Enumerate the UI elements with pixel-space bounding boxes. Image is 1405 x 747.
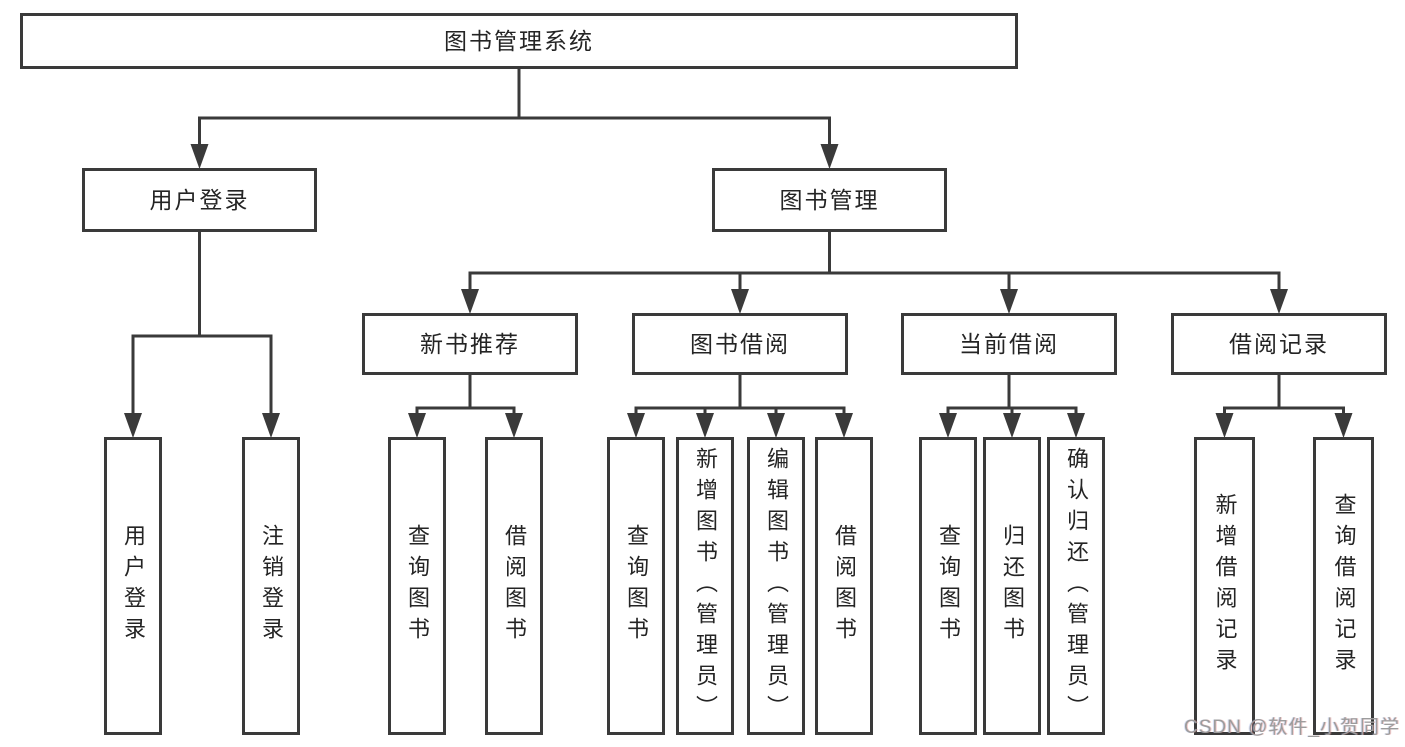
node-leaf-return-book: 归还图书: [983, 437, 1041, 735]
node-leaf-edit-book: 编辑图书（管理员）: [747, 437, 805, 735]
node-leaf-add-book: 新增图书（管理员）: [676, 437, 734, 735]
node-leaf-add-borrow-record: 新增借阅记录: [1194, 437, 1255, 735]
node-leaf-borrow-book-rec: 借阅图书: [485, 437, 543, 735]
node-borrow-records: 借阅记录: [1171, 313, 1387, 375]
connector-book-borrow: [627, 375, 853, 438]
node-leaf-logout: 注销登录: [242, 437, 300, 735]
connector-book-mgmt: [461, 232, 1288, 314]
connector-user-login: [124, 232, 280, 438]
connector-current-borrow: [939, 375, 1085, 438]
connector-new-book-rec: [408, 375, 523, 438]
node-book-borrow: 图书借阅: [632, 313, 848, 375]
node-leaf-query-book-borrow: 查询图书: [607, 437, 665, 735]
node-user-login: 用户登录: [82, 168, 317, 232]
watermark: CSDN @软件_小贺同学: [1184, 717, 1400, 738]
node-leaf-query-book-current: 查询图书: [919, 437, 977, 735]
node-leaf-user-login: 用户登录: [104, 437, 162, 735]
node-leaf-query-borrow-record: 查询借阅记录: [1313, 437, 1374, 735]
node-root: 图书管理系统: [20, 13, 1018, 69]
connector-root: [190, 69, 839, 169]
node-new-book-rec: 新书推荐: [362, 313, 578, 375]
node-leaf-query-book-rec: 查询图书: [388, 437, 446, 735]
node-current-borrow: 当前借阅: [901, 313, 1117, 375]
node-leaf-confirm-return: 确认归还（管理员）: [1047, 437, 1105, 735]
node-leaf-borrow-book: 借阅图书: [815, 437, 873, 735]
node-book-mgmt: 图书管理: [712, 168, 947, 232]
connector-borrow-records: [1215, 375, 1353, 438]
